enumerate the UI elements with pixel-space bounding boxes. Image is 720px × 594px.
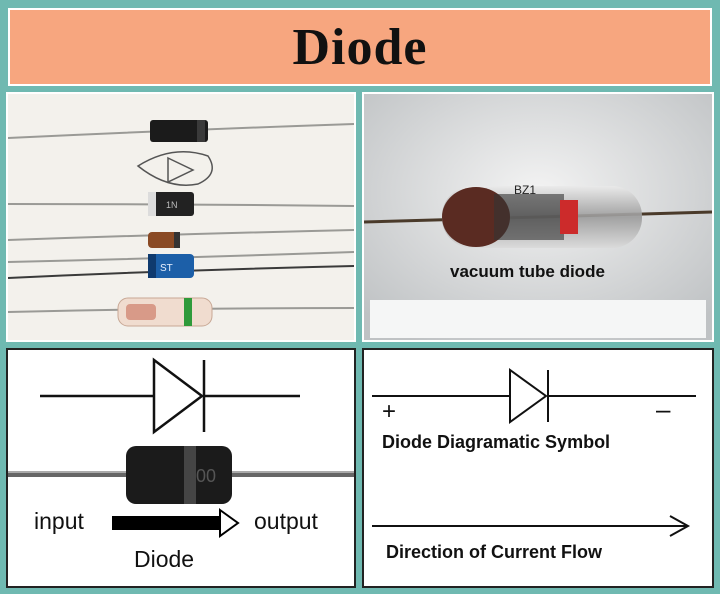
diode-label: Diode [134,546,195,572]
physical-diode-body [126,446,232,504]
photo-bottom-strip [370,300,706,338]
diode-schematic-and-flow [372,368,696,537]
symbol-caption: Diode Diagramatic Symbol [382,432,611,452]
assorted-diodes-illustration: 1N ST [8,120,354,327]
minus-sign: – [656,394,671,424]
input-label: input [34,508,84,534]
svg-text:BZ1: BZ1 [514,183,536,197]
black-diode-1 [150,120,208,142]
page-title: Diode [292,18,428,76]
title-banner: Diode [8,8,712,86]
svg-text:00: 00 [196,466,216,486]
vacuum-tube-panel: BZ1 vacuum tube diode [362,92,714,342]
vacuum-tube-caption: vacuum tube diode [450,262,605,281]
vacuum-tube-diode-illustration: BZ1 [364,94,712,340]
blue-diode [148,254,194,278]
flow-caption: Direction of Current Flow [386,542,602,562]
black-diode-2 [148,192,194,216]
diode-photo-panel: 1N ST [6,92,356,342]
diode-triangle [152,357,205,435]
flow-arrow-head [219,508,240,538]
svg-text:ST: ST [160,263,173,274]
diode-symbol-with-component: 00 [8,357,354,538]
schematic-triangle [509,368,548,424]
symbol-and-flow-panel: + – Diode Diagramatic Symbol Direction o… [362,348,714,588]
plus-sign: + [382,398,397,425]
diode-symbol-panel: 00 input output Diode [6,348,356,588]
output-label: output [254,508,318,534]
svg-text:1N: 1N [166,200,178,210]
glass-diode [148,232,180,248]
